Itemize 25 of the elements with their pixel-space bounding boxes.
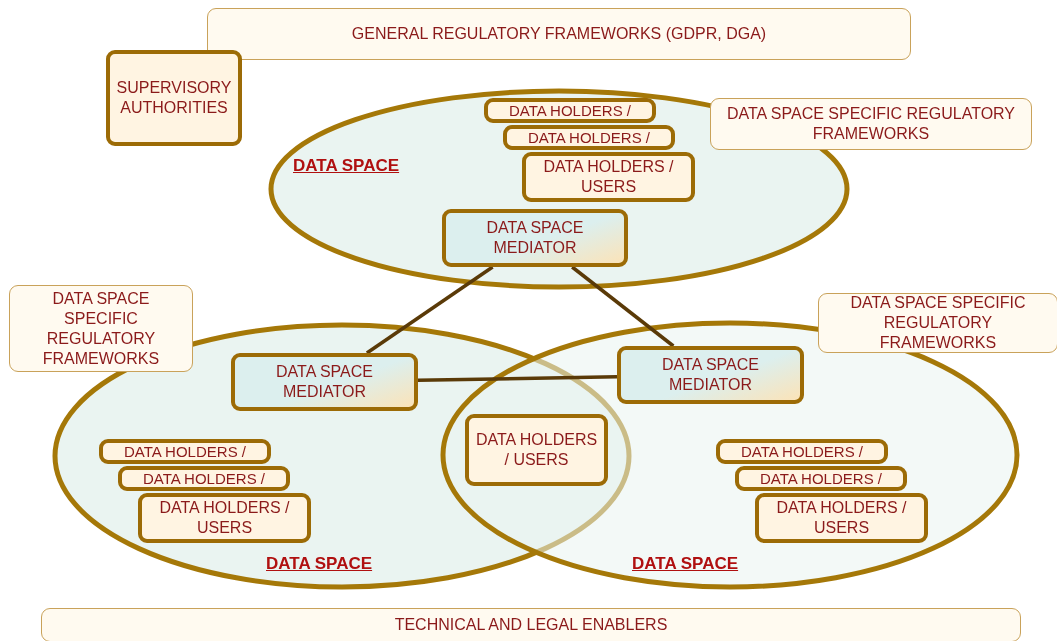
region-title: DATA SPACE [632, 554, 739, 574]
connector-line [417, 374, 618, 383]
data-holders-box: DATA HOLDERS / [99, 439, 271, 464]
connector-line [571, 265, 675, 348]
framework-note: DATA SPACE SPECIFIC REGULATORY FRAMEWORKS [710, 98, 1032, 150]
data-holders-box: DATA HOLDERS / USERS [522, 152, 695, 202]
data-holders-box: DATA HOLDERS / [716, 439, 888, 464]
data-holders-box: DATA HOLDERS / USERS [138, 493, 311, 543]
region-title: DATA SPACE [293, 156, 400, 176]
connector-line [365, 265, 494, 355]
data-holders-box: DATA HOLDERS / USERS [755, 493, 928, 543]
mediator-box: DATA SPACE MEDIATOR [442, 209, 628, 267]
data-holders-box: DATA HOLDERS / [118, 466, 290, 491]
mediator-box: DATA SPACE MEDIATOR [231, 353, 418, 411]
framework-banner: GENERAL REGULATORY FRAMEWORKS (GDPR, DGA) [207, 8, 911, 60]
enablers-bar: TECHNICAL AND LEGAL ENABLERS [41, 608, 1021, 641]
data-holders-box: DATA HOLDERS / USERS [465, 414, 608, 486]
data-holders-box: DATA HOLDERS / [484, 98, 656, 123]
authority-box: SUPERVISORY AUTHORITIES [106, 50, 242, 146]
data-holders-box: DATA HOLDERS / [503, 125, 675, 150]
framework-note: DATA SPACE SPECIFIC REGULATORY FRAMEWORKS [9, 285, 193, 372]
framework-note: DATA SPACE SPECIFIC REGULATORY FRAMEWORKS [818, 293, 1057, 353]
region-title: DATA SPACE [266, 554, 373, 574]
mediator-box: DATA SPACE MEDIATOR [617, 346, 804, 404]
data-holders-box: DATA HOLDERS / [735, 466, 907, 491]
